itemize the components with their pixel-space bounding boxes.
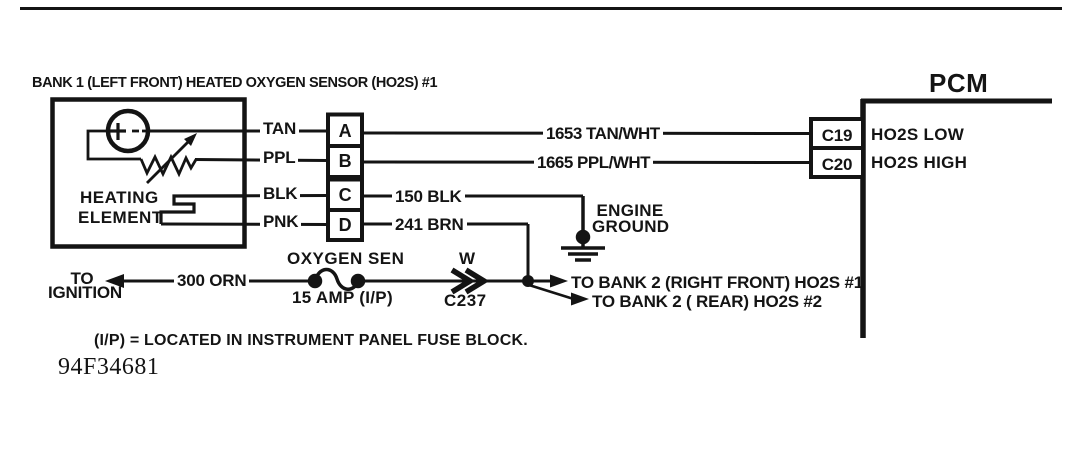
wire-color-label-tan: TAN (260, 120, 300, 137)
circuit-label-1653: 1653 TAN/WHT (543, 125, 663, 142)
inline-connector-c237-icon (450, 267, 490, 295)
diagram-title: BANK 1 (LEFT FRONT) HEATED OXYGEN SENSOR… (32, 75, 438, 91)
wire-color-label-pnk: PNK (260, 213, 302, 230)
wire-label-300-orn: 300 ORN (174, 272, 250, 289)
pcm-label: PCM (929, 68, 989, 98)
fuse-name-label: OXYGEN SEN (287, 249, 405, 268)
pcm-pin-c19: C19 (821, 126, 853, 145)
branch-bank2-front-label: TO BANK 2 (RIGHT FRONT) HO2S #1 (571, 273, 863, 292)
ground-symbol (561, 196, 605, 262)
arrow-bank2-front-icon (550, 274, 568, 288)
heating-element-label-line1: HEATING (80, 188, 159, 207)
variable-resistor-symbol (139, 133, 198, 184)
connector-pin-d: D (338, 215, 352, 235)
engine-ground-label-line2: GROUND (592, 217, 670, 236)
pcm-connector-block (809, 117, 865, 179)
circuit-label-241: 241 BRN (392, 216, 467, 233)
connector-pin-c: C (338, 185, 352, 205)
branch-bank2-rear-label: TO BANK 2 ( REAR) HO2S #2 (592, 292, 822, 311)
connector-pin-a: A (338, 121, 352, 141)
heating-element-label-line2: ELEMENT (78, 208, 163, 227)
engine-ground-label-line1: ENGINE (596, 201, 664, 220)
arrow-bank2-rear-icon (571, 292, 589, 306)
pcm-signal-ho2s-high: HO2S HIGH (871, 153, 968, 172)
connector-pin-b: B (338, 151, 352, 171)
inline-connector-id-label: C237 (444, 291, 487, 310)
sensor-box (50, 97, 247, 249)
pcm-signal-ho2s-low: HO2S LOW (871, 125, 965, 144)
figure-id: 94F34681 (58, 354, 160, 380)
fuse-symbol (307, 267, 366, 291)
inline-connector-pin-label: W (459, 249, 475, 268)
branch2-wire (528, 283, 573, 300)
oxygen-sensor-symbol (86, 108, 151, 161)
to-ignition-label-line1: TO (70, 269, 94, 288)
sensor-connector-blocks (326, 112, 364, 242)
wire-color-label-blk: BLK (260, 185, 301, 202)
pcm-pin-c20: C20 (821, 155, 853, 174)
wire-color-label-ppl: PPL (260, 149, 299, 166)
to-ignition-label-line2: IGNITION (48, 283, 122, 302)
circuit-label-150: 150 BLK (392, 188, 465, 205)
heating-element-symbol (159, 194, 244, 224)
footnote-text: (I/P) = LOCATED IN INSTRUMENT PANEL FUSE… (94, 332, 528, 349)
arrow-to-ignition-icon (105, 274, 124, 288)
circuit-label-1665: 1665 PPL/WHT (534, 154, 654, 171)
fuse-rating-label: 15 AMP (I/P) (292, 288, 393, 307)
